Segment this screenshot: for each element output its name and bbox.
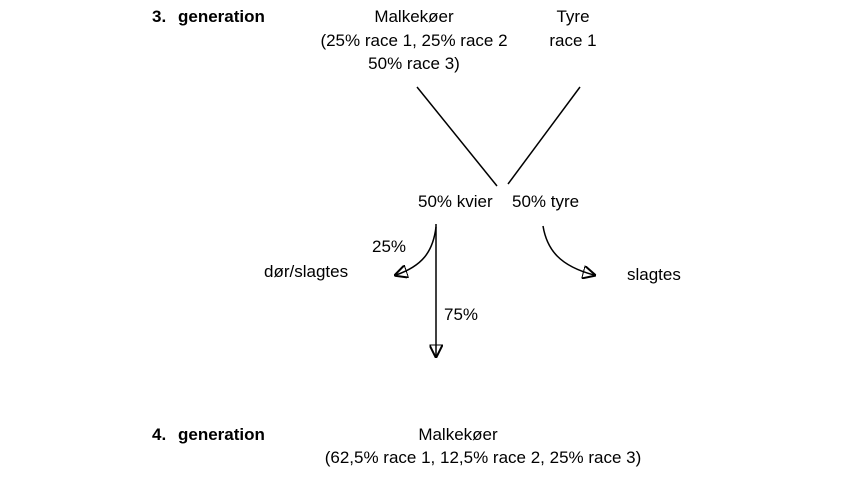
gen3-bulls-node: Tyre race 1 xyxy=(523,5,623,52)
gen3-label: generation xyxy=(178,7,265,26)
down-branch-percent: 75% xyxy=(444,305,479,324)
offspring-bulls-label: 50% tyre xyxy=(512,192,580,211)
gen3-cows-name: Malkekøer xyxy=(374,7,454,26)
gen3-cows-node: Malkekøer (25% race 1, 25% race 2 50% ra… xyxy=(289,5,539,76)
gen4-label: generation xyxy=(178,425,265,444)
gen4-row-label: 4. generation xyxy=(152,423,265,446)
gen4-cows-composition: (62,5% race 1, 12,5% race 2, 25% race 3) xyxy=(324,448,642,467)
gen3-bulls-name: Tyre xyxy=(556,7,590,26)
left-branch-outcome: dør/slagtes xyxy=(264,262,349,281)
right-branch-outcome: slagtes xyxy=(627,265,681,284)
gen3-cows-composition-line2: 50% race 3) xyxy=(368,54,460,73)
arrow-curve-right-icon xyxy=(542,225,594,275)
cross-line-from-cows xyxy=(416,86,498,187)
gen4-cows-name: Malkekøer xyxy=(418,425,498,444)
cross-line-from-bulls xyxy=(507,86,581,185)
offspring-heifers-label: 50% kvier xyxy=(418,192,493,211)
gen3-row-label: 3. generation xyxy=(152,5,265,28)
gen4-number: 4. xyxy=(152,425,167,444)
gen3-number: 3. xyxy=(152,7,167,26)
gen3-cows-composition-line1: (25% race 1, 25% race 2 xyxy=(320,30,508,50)
left-branch-percent: 25% xyxy=(372,237,407,256)
gen3-bulls-composition: race 1 xyxy=(549,30,597,50)
